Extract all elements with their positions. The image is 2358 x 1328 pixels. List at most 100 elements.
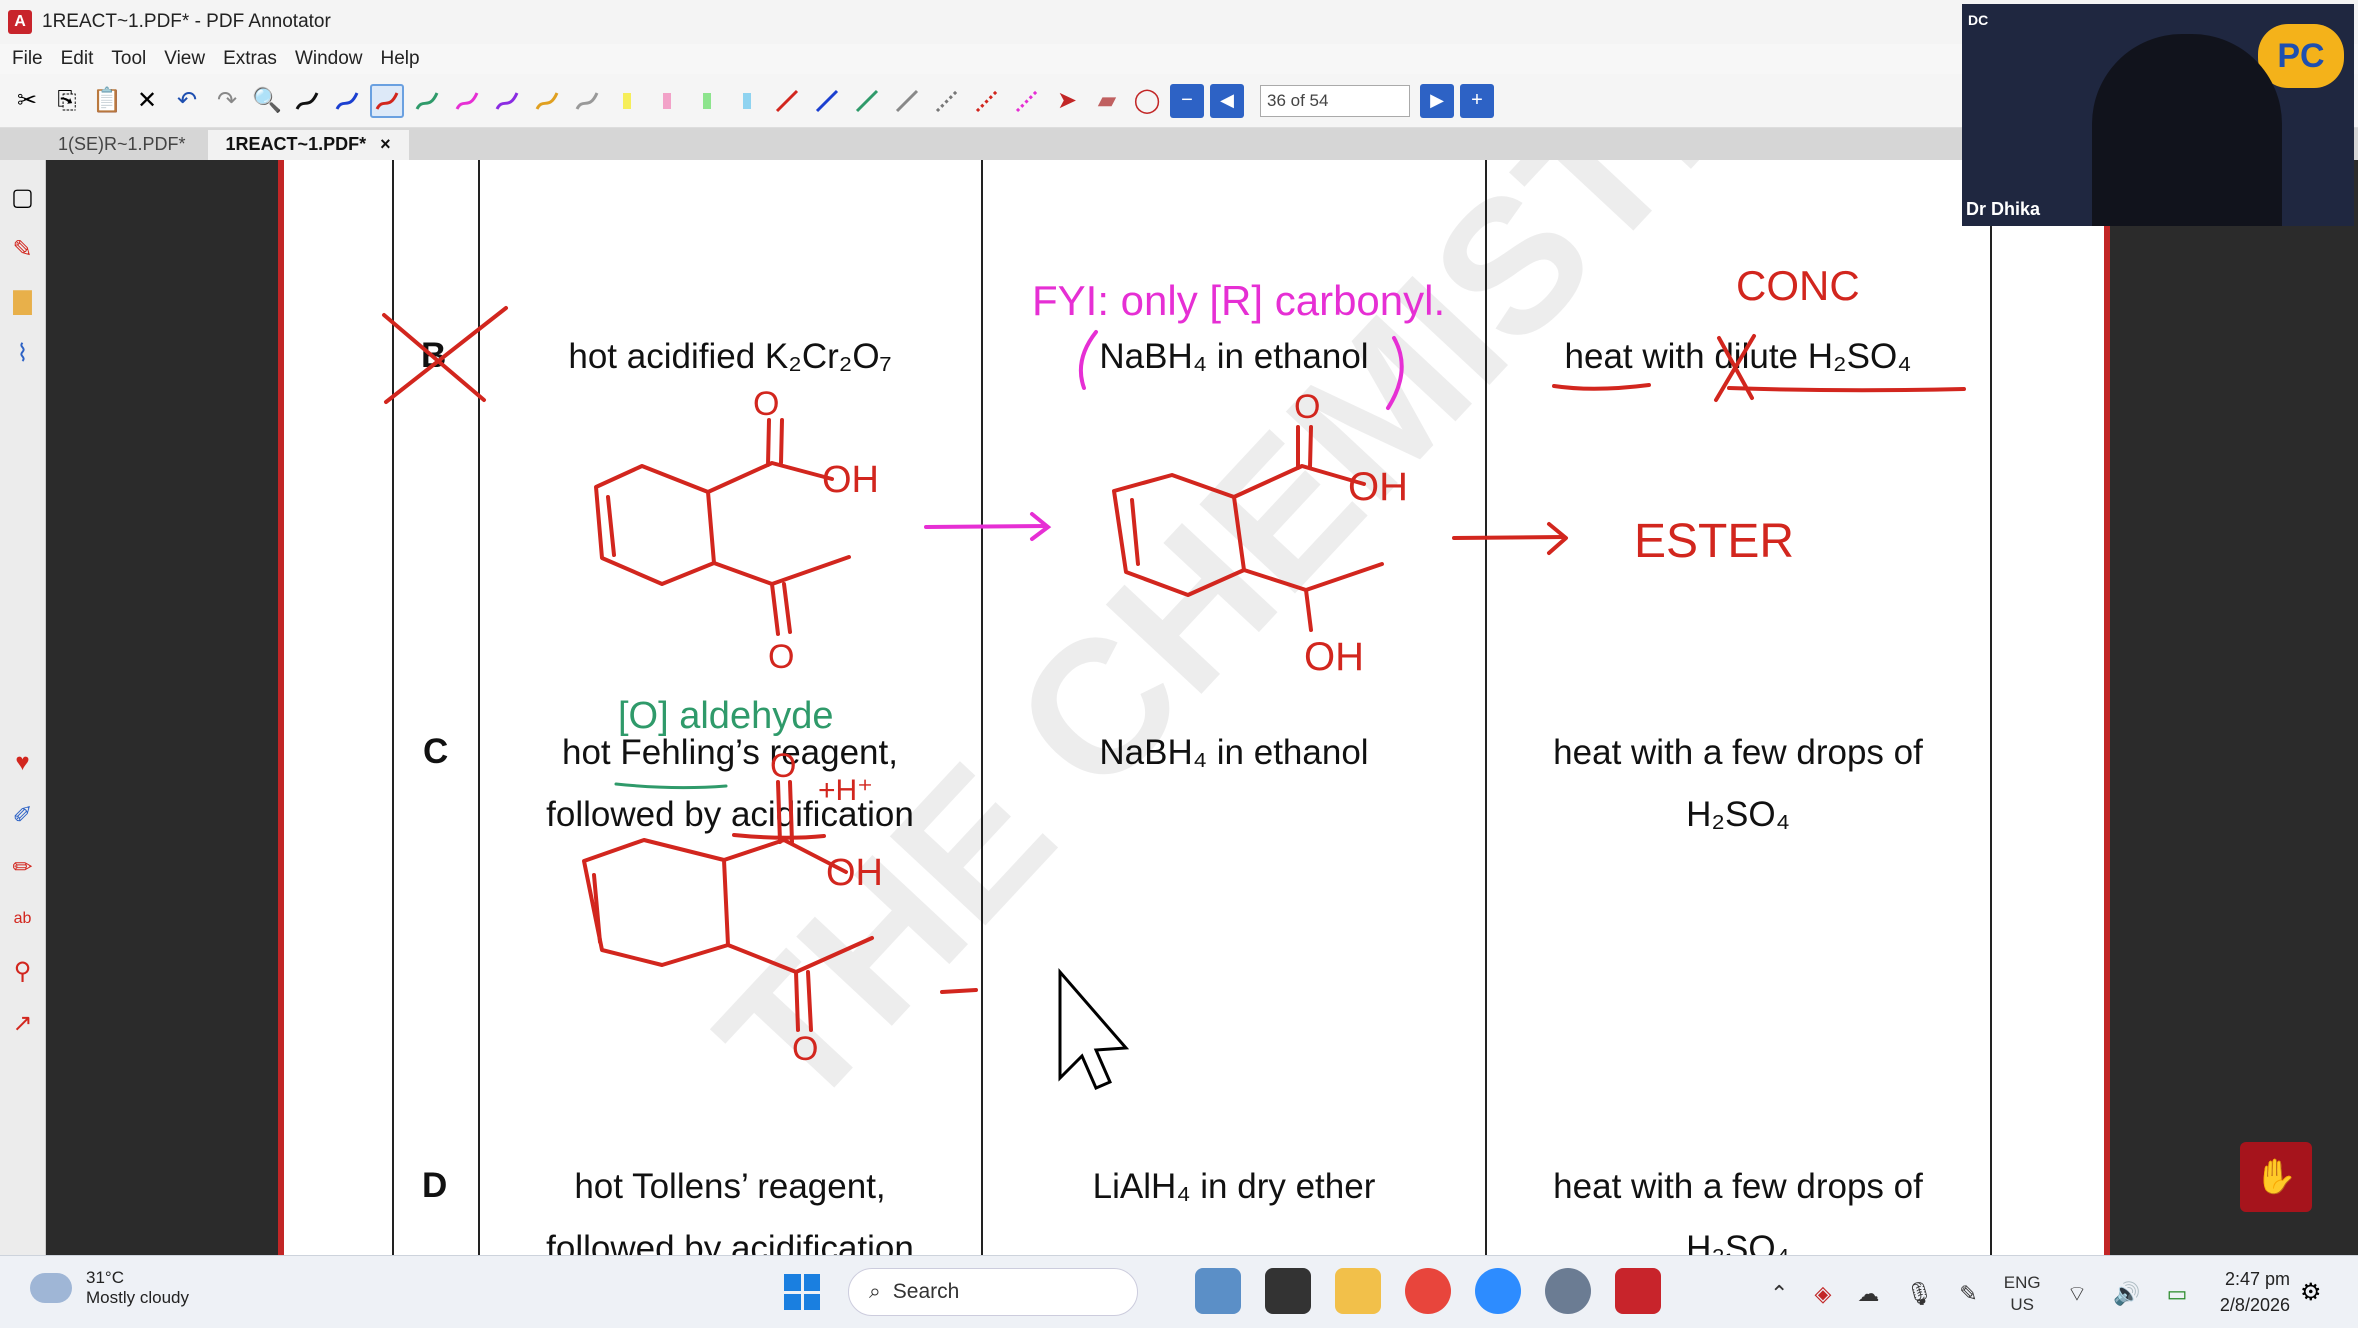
copy-icon[interactable]: ⎘ bbox=[57, 86, 77, 114]
menu-extras[interactable]: Extras bbox=[223, 48, 277, 69]
cloud-off-icon[interactable]: ☁ bbox=[1857, 1281, 1880, 1306]
dashed-line-magenta-icon[interactable] bbox=[1010, 84, 1044, 118]
tab-label: 1REACT~1.PDF* bbox=[225, 134, 367, 154]
highlighter-yellow-icon[interactable] bbox=[610, 84, 644, 118]
line-grey-icon[interactable] bbox=[890, 84, 924, 118]
stamp-icon[interactable]: ⚲ bbox=[13, 957, 32, 985]
menu-tool[interactable]: Tool bbox=[111, 48, 147, 69]
zoom-in-icon[interactable]: + bbox=[1460, 83, 1494, 118]
highlighter-green-icon[interactable] bbox=[690, 84, 724, 118]
tab-1se[interactable]: 1(SE)R~1.PDF* bbox=[40, 130, 204, 160]
arrow-2-line bbox=[924, 524, 1048, 529]
wifi-icon[interactable]: ⌔ bbox=[2066, 1281, 2088, 1306]
pen-purple-icon[interactable] bbox=[490, 84, 524, 118]
menu-help[interactable]: Help bbox=[380, 48, 420, 69]
reagent-1-b: hot acidified K₂Cr₂O₇ bbox=[568, 337, 892, 376]
folder-icon[interactable]: ▇ bbox=[13, 287, 32, 315]
pdf-viewer-icon[interactable] bbox=[1545, 1268, 1591, 1314]
pen-tray-icon[interactable]: ✎ bbox=[1959, 1281, 1978, 1306]
eraser-icon[interactable]: ▰ bbox=[1097, 87, 1117, 114]
reagent-3-d-line1: heat with a few drops of bbox=[1553, 1167, 1923, 1206]
page-icon[interactable]: ▢ bbox=[11, 183, 34, 211]
search-label: Search bbox=[892, 1280, 960, 1303]
molecule-2-carbonyl-o: O bbox=[1294, 388, 1320, 426]
raise-hand-button[interactable]: ✋ bbox=[2240, 1142, 2312, 1212]
weather-desc: Mostly cloudy bbox=[86, 1288, 189, 1307]
table-border bbox=[478, 160, 480, 1255]
molecule-2-cooh bbox=[1232, 425, 1366, 499]
line-blue-icon[interactable] bbox=[810, 84, 844, 118]
app-icon: A bbox=[8, 10, 32, 34]
cross-mark-b bbox=[384, 306, 508, 404]
page-number-field[interactable]: 36 of 54 bbox=[1260, 84, 1410, 117]
undo-icon[interactable]: ↶ bbox=[176, 87, 198, 114]
taskbar-search[interactable]: ⌕Search bbox=[848, 1268, 1138, 1316]
dropbox-icon[interactable]: ◈ bbox=[1814, 1281, 1832, 1306]
microphone-icon[interactable]: 🎙 bbox=[1905, 1281, 1934, 1306]
battery-icon[interactable]: ▭ bbox=[2166, 1281, 2188, 1306]
text-box-icon[interactable]: ab bbox=[13, 910, 32, 927]
volume-icon[interactable]: 🔊 bbox=[2113, 1281, 2141, 1306]
pen-magenta-icon[interactable] bbox=[450, 84, 484, 118]
pen-orange-icon[interactable] bbox=[530, 84, 564, 118]
photo-app-icon[interactable] bbox=[1195, 1268, 1241, 1314]
windows-start-icon[interactable] bbox=[784, 1274, 820, 1310]
highlighter-icon[interactable]: ✏ bbox=[12, 853, 33, 881]
menu-file[interactable]: File bbox=[12, 48, 43, 69]
pen-grey-icon[interactable] bbox=[570, 84, 604, 118]
ester-label: ESTER bbox=[1634, 515, 1794, 568]
find-icon[interactable]: 🔍 bbox=[252, 87, 282, 114]
dashed-line-red-icon[interactable] bbox=[970, 84, 1004, 118]
previous-page-icon[interactable]: ◀ bbox=[1210, 83, 1244, 118]
underline-h2so4 bbox=[1727, 386, 1966, 393]
weather-widget[interactable]: 31°C Mostly cloudy bbox=[30, 1268, 189, 1308]
select-arrow-icon[interactable]: ➤ bbox=[1056, 87, 1078, 114]
line-red-icon[interactable] bbox=[770, 84, 804, 118]
line-green-icon[interactable] bbox=[850, 84, 884, 118]
redo-icon[interactable]: ↷ bbox=[216, 87, 238, 114]
pen-blue-icon[interactable] bbox=[330, 84, 364, 118]
option-label-d: D bbox=[422, 1166, 448, 1205]
molecule-2-oh: OH bbox=[1348, 465, 1408, 509]
lasso-icon[interactable]: ◯ bbox=[1133, 87, 1161, 114]
clock-time: 2:47 pm bbox=[2224, 1269, 2290, 1289]
pen-red-icon[interactable] bbox=[370, 83, 404, 118]
molecule-3-cooh bbox=[722, 780, 848, 874]
delete-icon[interactable]: ✕ bbox=[136, 87, 158, 114]
pdf-page[interactable]: B hot acidified K₂Cr₂O₇ NaBH₄ in ethanol… bbox=[284, 160, 2104, 1255]
clock[interactable]: 2:47 pm 2/8/2026 bbox=[2190, 1266, 2290, 1318]
h-plus-label: +H⁺ bbox=[818, 774, 873, 807]
highlighter-blue-icon[interactable] bbox=[730, 84, 764, 118]
menu-view[interactable]: View bbox=[164, 48, 206, 69]
menu-edit[interactable]: Edit bbox=[60, 48, 94, 69]
pdf-annotator-icon[interactable] bbox=[1615, 1268, 1661, 1314]
file-explorer-icon[interactable] bbox=[1335, 1268, 1381, 1314]
attachment-icon[interactable]: ⌇ bbox=[16, 339, 29, 367]
zoom-out-icon[interactable]: − bbox=[1170, 83, 1204, 118]
task-view-icon[interactable] bbox=[1265, 1268, 1311, 1314]
dashed-line-grey-icon[interactable] bbox=[930, 84, 964, 118]
next-page-icon[interactable]: ▶ bbox=[1420, 83, 1454, 118]
notification-icon[interactable]: ⚙ bbox=[2300, 1279, 2322, 1306]
arrow-tool-icon[interactable]: ↗ bbox=[12, 1009, 33, 1037]
chrome-icon[interactable] bbox=[1405, 1268, 1451, 1314]
close-tab-icon[interactable]: × bbox=[380, 134, 391, 154]
marker-icon[interactable]: ✐ bbox=[12, 801, 33, 829]
cut-icon[interactable]: ✂ bbox=[16, 87, 38, 114]
tab-1react[interactable]: 1REACT~1.PDF* × bbox=[207, 130, 409, 160]
bracket-left bbox=[1079, 330, 1098, 390]
molecule-1-ketone bbox=[712, 555, 851, 636]
highlighter-pink-icon[interactable] bbox=[650, 84, 684, 118]
reagent-1-c-line1: hot Fehling’s reagent, bbox=[562, 733, 898, 772]
chevron-up-icon[interactable]: ⌃ bbox=[1770, 1281, 1789, 1306]
zoom-icon[interactable] bbox=[1475, 1268, 1521, 1314]
menu-window[interactable]: Window bbox=[294, 48, 363, 69]
pen-black-icon[interactable] bbox=[290, 84, 324, 118]
molecule-3-double-bond bbox=[592, 873, 602, 944]
pen-icon[interactable]: ✎ bbox=[12, 235, 33, 263]
favorite-icon[interactable]: ♥ bbox=[15, 749, 30, 776]
pen-green-icon[interactable] bbox=[410, 84, 444, 118]
paste-icon[interactable]: 📋 bbox=[92, 87, 122, 114]
